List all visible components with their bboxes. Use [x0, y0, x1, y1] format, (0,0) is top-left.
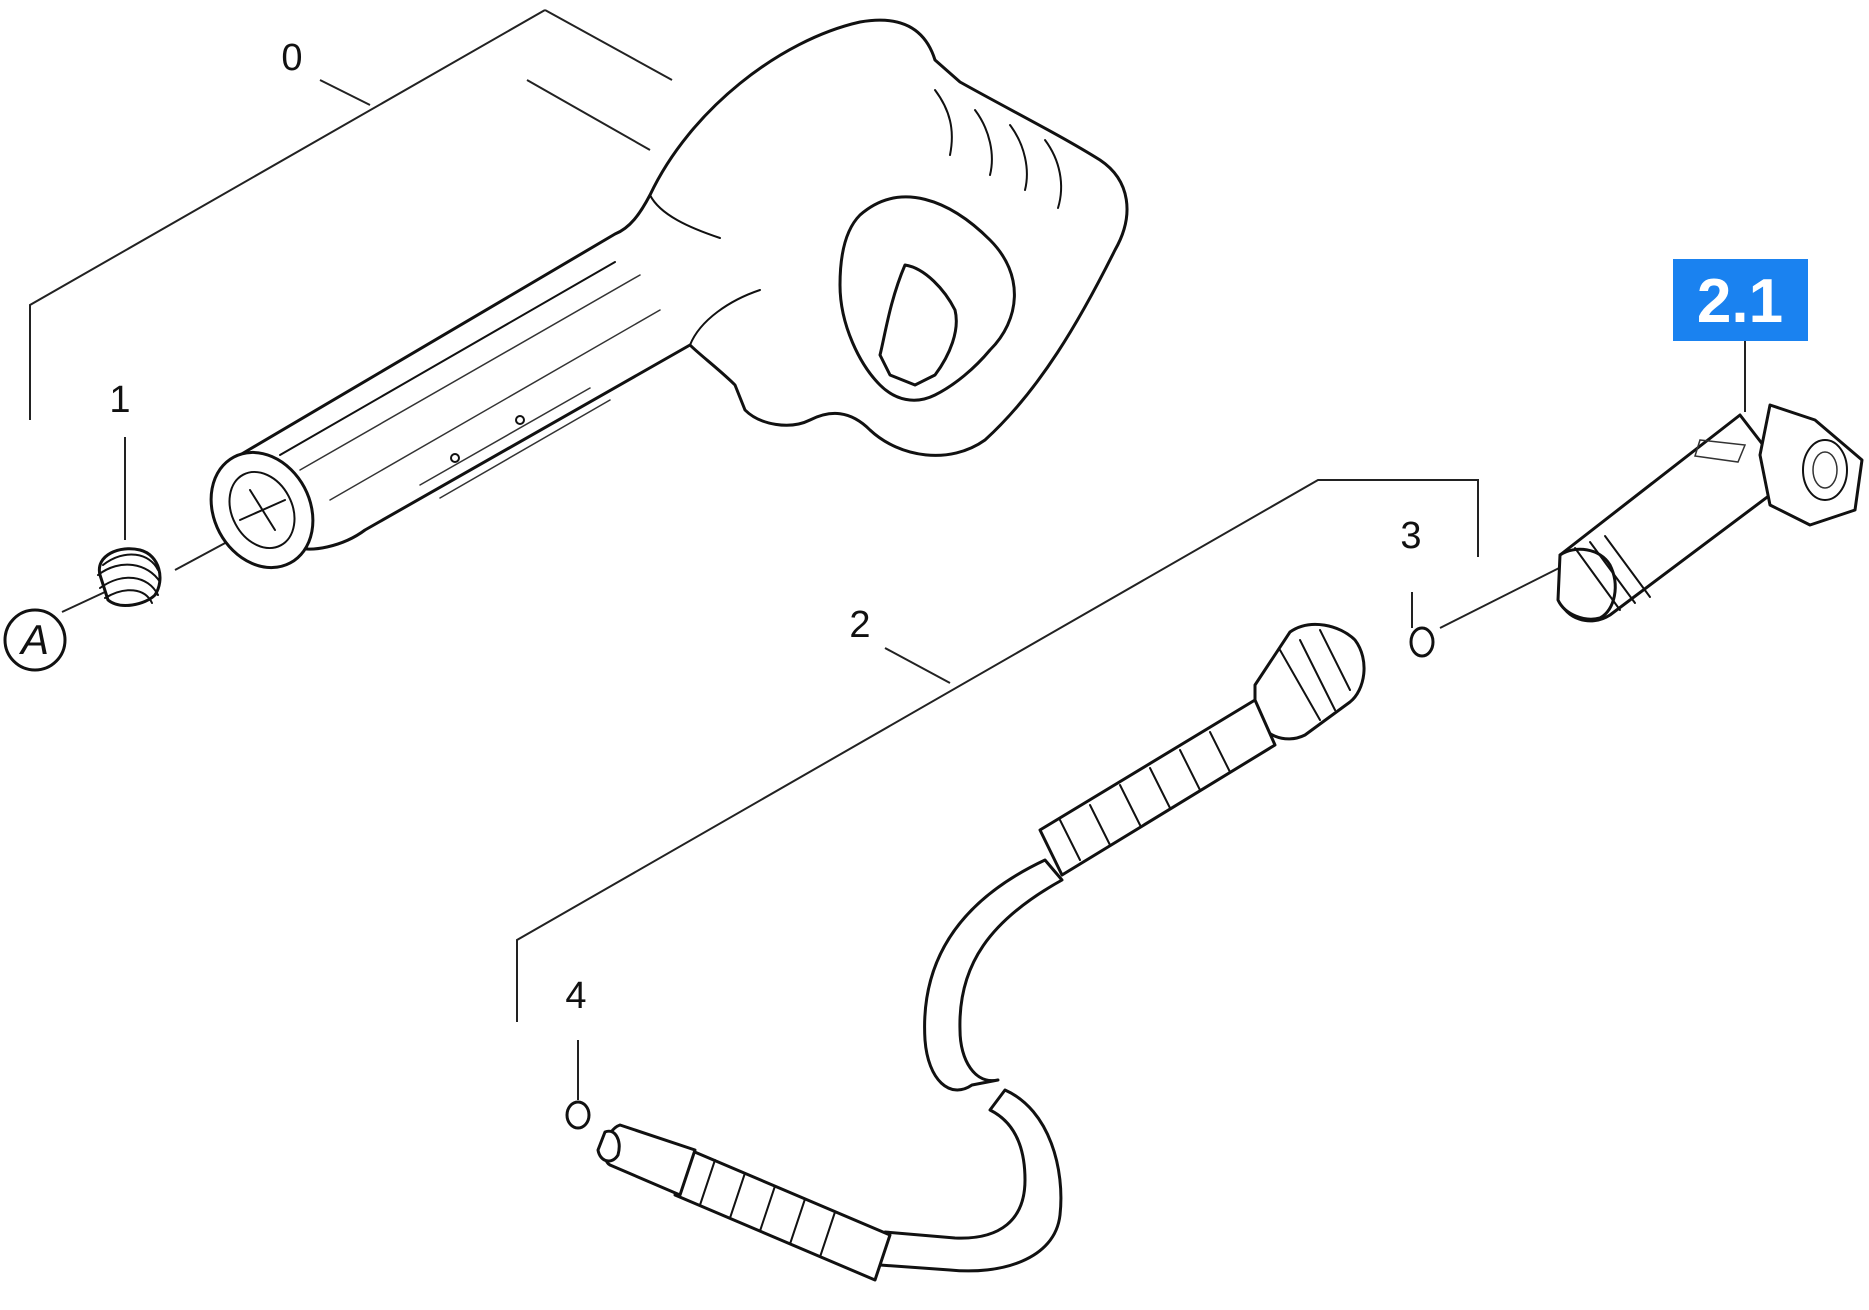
part-labels: 0 1 2 3 4	[109, 37, 1421, 1017]
grip-ridge-3	[1044, 139, 1063, 209]
adapter-flat	[1694, 439, 1747, 463]
leader-0-top	[544, 9, 673, 81]
angle-adapter-drawing	[1556, 403, 1864, 623]
adapter-thread-end	[1556, 547, 1617, 621]
leader-0-bracket	[29, 9, 546, 420]
grip-ridge-4	[934, 89, 953, 156]
leader-marker	[61, 591, 106, 613]
hose-nut-upper	[1253, 623, 1366, 741]
spring-coil-4	[104, 589, 153, 604]
hose-body-lower	[878, 1088, 1063, 1273]
barrel-slot-1	[419, 387, 591, 486]
gun-trigger	[878, 263, 958, 387]
leader-2-bracket	[516, 479, 1479, 1022]
leader-2-label	[884, 647, 951, 684]
adapter-nut-bore-inner	[1812, 451, 1838, 489]
grip-ridge-2	[1009, 124, 1028, 191]
part-label-3: 3	[1400, 515, 1421, 557]
hose-sleeve-lower-ridges	[699, 1159, 836, 1258]
leader-0-label	[319, 79, 371, 106]
spring-coil-1	[102, 553, 159, 571]
hose-sleeve-lower	[673, 1148, 892, 1282]
barrel-screw-2	[450, 453, 460, 463]
hose-body-upper	[923, 858, 1064, 1092]
hose-sleeve-upper-ridges	[1059, 731, 1231, 861]
hose-nipple-tip	[596, 1129, 621, 1163]
highlight-badge-label[interactable]: 2.1	[1697, 267, 1783, 336]
part-label-1: 1	[109, 379, 130, 421]
marker-a-label: A	[18, 616, 49, 663]
gun-body-outline	[238, 18, 1129, 551]
part-label-0: 0	[281, 37, 302, 79]
spring-drawing	[97, 547, 162, 607]
hose-nipple-lower	[603, 1123, 697, 1197]
marker-a: A	[3, 608, 67, 672]
highlight-badge-2-1[interactable]: 2.1	[1673, 259, 1808, 341]
spring-coil-3	[99, 576, 159, 596]
part-label-2: 2	[849, 604, 870, 646]
leader-0-gun	[526, 79, 651, 151]
barrel-line-2	[299, 274, 641, 471]
barrel-slot-2	[439, 399, 611, 499]
hose-drawing	[596, 623, 1366, 1282]
o-ring-upper	[1409, 626, 1435, 658]
o-ring-lower	[565, 1100, 591, 1130]
barrel-screw-1	[515, 415, 525, 425]
trigger-gun-drawing	[209, 18, 1129, 570]
marker-a-circle	[3, 608, 67, 672]
highlight-badge-bg[interactable]	[1673, 259, 1808, 341]
hose-nut-knurl	[1279, 629, 1351, 721]
leader-lines	[29, 9, 1746, 1100]
adapter-threads	[1574, 535, 1651, 611]
grip-ridge-1	[974, 109, 993, 176]
o-rings	[565, 626, 1435, 1130]
gun-nozzle-inner	[228, 470, 296, 550]
adapter-nut-bore	[1802, 439, 1848, 501]
gun-neck-line	[689, 289, 761, 346]
barrel-line-1	[279, 261, 616, 456]
gun-shoulder-line	[649, 194, 721, 239]
leader-3-adapter	[1439, 559, 1576, 629]
spring-coil-2	[97, 563, 161, 583]
gun-nozzle-cross	[239, 489, 286, 531]
part-label-4: 4	[565, 975, 586, 1017]
barrel-line-3	[329, 309, 661, 501]
